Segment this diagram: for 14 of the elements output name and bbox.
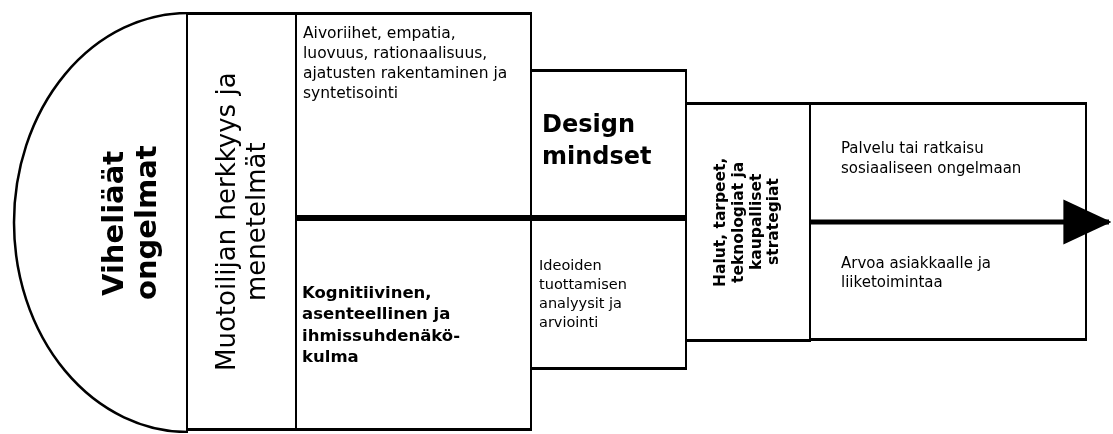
node-label: Halut, tarpeet, teknologiat ja kaupalliset strategiat <box>712 156 784 289</box>
node-label: Arvoa asiakkaalle ja liiketoimintaa <box>841 253 992 293</box>
text-box <box>186 12 297 431</box>
node-label: Muotoilijan herkkyys ja menetelmät <box>211 71 272 373</box>
text-box <box>295 215 532 431</box>
node-label: Aivoriihet, empatia, luovuus, rationaalisuus, ajatusten rakentaminen ja syntetisointi <box>303 23 508 104</box>
text-box <box>685 102 811 342</box>
node-label: Ideoiden tuottamisen analyysit ja arviointi <box>539 256 628 332</box>
node-label: Kognitiivinen, asenteellinen ja ihmissuhdenäkö- kulma <box>302 281 461 368</box>
arrow <box>811 199 1112 245</box>
node-label: Palvelu tai ratkaisu sosiaaliseen ongelmaan <box>841 139 1023 178</box>
node-label: Viheliäät ongelmat <box>96 144 164 302</box>
text-box <box>530 215 687 370</box>
node-label: Design mindset <box>542 109 653 172</box>
